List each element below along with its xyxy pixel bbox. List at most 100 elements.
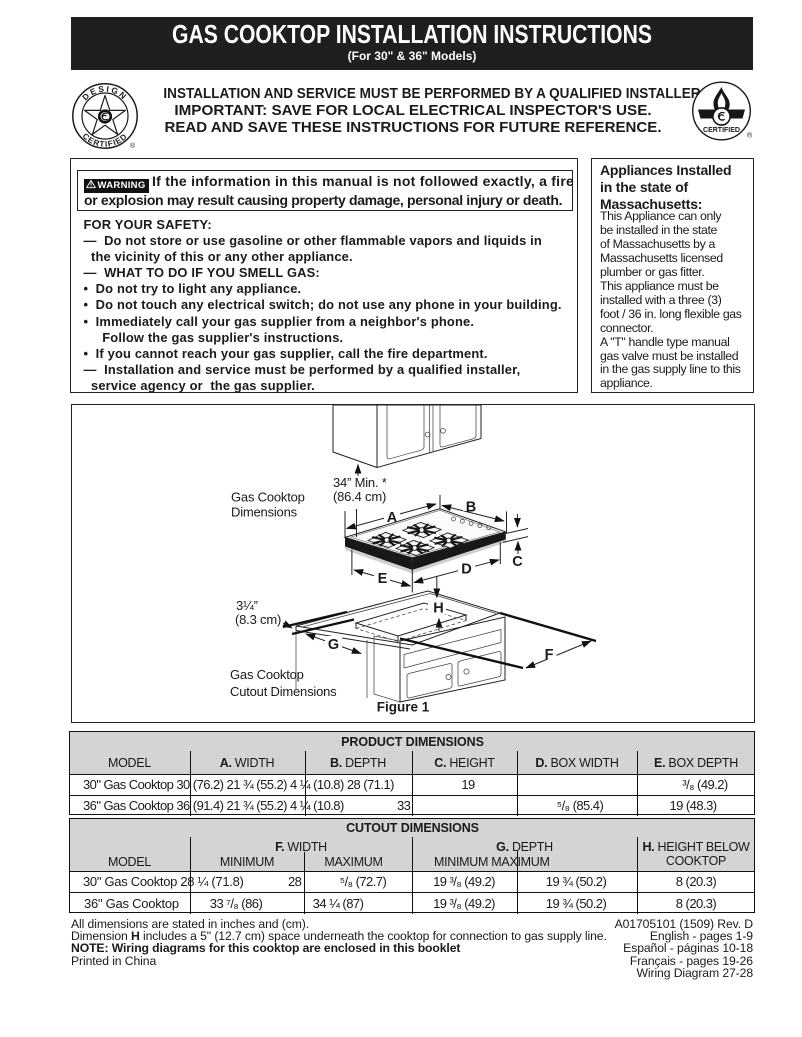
setback-dim: 3¼” (8.3 cm) [235,598,355,636]
sub-header-maximum: MAXIMUM [324,854,383,869]
dim-f-letter: F [545,647,554,663]
warning-intro-line1: If the information in this manual is not… [152,173,575,189]
title-banner: GAS COOKTOP INSTALLATION INSTRUCTIONS (F… [71,17,753,70]
base-cabinet-drawing [373,616,506,703]
table-grid-vline [637,751,638,816]
cutout-dimensions-table: CUTOUT DIMENSIONS F. WIDTH G. DEPTH H. H… [68,818,755,914]
col-letter: C. [434,756,447,770]
dim-d-arrow: D [411,542,501,593]
safety-line: • Immediately call your gas supplier fro… [83,313,475,329]
table-grid-hline [69,773,754,775]
cutout-dims-label-line2: Cutout Dimensions [230,684,337,699]
ma-heading-line: Appliances Installed [600,162,732,178]
figure-1-box: 34” Min. * (86.4 cm) Gas Cooktop Dimensi… [71,404,755,723]
col-header-height: C. HEIGHT [434,756,495,770]
safety-line: FOR YOUR SAFETY: [83,217,212,232]
cutout-row-30-min2: 28 [288,874,302,889]
cutout-row-36-depth-min: 19 ³/₈ (49.2) [433,895,495,911]
footer-note-dim-h: H [130,928,140,943]
installer-notice: INSTALLATION AND SERVICE MUST BE PERFORM… [136,85,704,137]
figure-caption: Figure 1 [377,700,430,715]
installation-diagram: 34” Min. * (86.4 cm) Gas Cooktop Dimensi… [230,404,597,715]
setback-label-line1: 3¼” [236,598,258,613]
safety-line: Follow the gas supplier's instructions. [83,329,344,345]
registered-mark: ® [747,132,753,140]
dim-e-arrow: E [351,549,412,587]
ma-body-line: appliance. [600,376,653,391]
installer-notice-line2: IMPORTANT: SAVE FOR LOCAL ELECTRICAL INS… [174,101,652,119]
col-letter: D. [535,756,548,770]
logo-monogram [101,112,109,121]
dim-h-arrow: H [428,577,446,631]
cutout-row-30-height-below: 8 (20.3) [675,874,717,889]
col-letter: G. [496,839,509,854]
logo-monogram [717,111,726,121]
wall-cabinet-drawing [332,404,482,469]
cutout-table-row-30: 30" Gas Cooktop 28 ¼ (71.8) 28 ⁵/₈ (72.7… [70,871,754,892]
safety-line: • Do not try to light any appliance. [83,281,302,297]
installer-notice-line3: READ AND SAVE THESE INSTRUCTIONS FOR FUT… [164,119,662,137]
pages-english: English - pages 1-9 [649,928,753,943]
footer-note-line2: Dimension H includes a 5" (12.7 cm) spac… [71,930,607,942]
setback-label-line2: (8.3 cm) [235,612,281,627]
row-30-values: 30" Gas Cooktop 30 (76.2) 21 ¾ (55.2) 4 … [83,776,394,792]
dim-a-arrow: A [344,495,441,538]
dim-g-arrow: G [305,633,362,654]
col-label: WIDTH [284,839,327,854]
table-grid-vline [637,837,638,914]
footer-note-line4: Printed in China [71,953,157,968]
ma-body-line: This Appliance can only [600,209,722,223]
dim-f-arrow: F [399,611,597,670]
csa-certified-logo: CERTIFIED ® [690,80,758,151]
col-letter: F. [275,839,285,854]
safety-instructions: FOR YOUR SAFETY: — Do not store or use g… [84,217,576,394]
dim-h-letter: H [433,601,443,617]
dim-a-letter: A [387,510,398,526]
cutout-row-30-depth-min: 19 ³/₈ (49.2) [433,874,495,889]
ma-body-line: plumber or gas fitter. [600,264,705,279]
safety-line: • If you cannot reach your gas supplier,… [83,345,488,361]
col-label: COOKTOP [665,853,727,868]
massachusetts-box: Appliances Installed in the state of Mas… [591,158,754,393]
document-title: GAS COOKTOP INSTALLATION INSTRUCTIONS [172,19,652,49]
sub-header-model: MODEL [108,854,151,869]
cutout-row-30-depth-max: 19 ¾ (50.2) [545,874,607,889]
sub-header-min-max: MINIMUM MAXIMUM [434,854,550,869]
group-header-g-depth: G. DEPTH [496,840,553,854]
ma-body-line: gas valve must be installed [600,348,739,363]
table-grid-vline [412,751,413,816]
col-letter: H. [642,839,655,854]
col-letter: B. [330,756,342,770]
col-label: WIDTH [231,756,275,770]
table-grid-vline [305,751,306,816]
dim-d-letter: D [461,562,471,578]
row-36-width2: 33 [397,797,411,813]
safety-line: the vicinity of this or any other applia… [83,249,353,265]
col-label: DEPTH [508,839,553,854]
table-grid-hline [69,871,754,872]
cutout-row-36-depth-max: 19 ¾ (50.2) [545,895,607,911]
ma-body-line: connector. [600,320,654,335]
safety-line: — Do not store or use gasoline or other … [83,233,542,249]
ma-body-line: installed with a three (3) [600,292,722,307]
dim-b-arrow: B [441,499,507,534]
product-table-title: PRODUCT DIMENSIONS [341,734,484,749]
col-letter: A. [219,756,232,770]
cutout-table-title-row: CUTOUT DIMENSIONS [69,819,754,837]
table-grid-vline [190,751,191,816]
ma-body-line: be installed in the state [600,222,718,237]
min-clearance-label-line2: (86.4 cm) [333,489,386,504]
ma-body-line: A "T" handle type manual [600,334,730,349]
massachusetts-body: This Appliance can only be installed in … [600,209,742,391]
cutout-row-36-min: 33 ⁷/₈ (86) [209,895,263,911]
ma-body-line: This appliance must be [600,278,719,293]
group-header-f-width: F. WIDTH [275,840,327,854]
col-label: HEIGHT BELOW [654,839,750,854]
product-dimensions-table: PRODUCT DIMENSIONS MODEL A. WIDTH B. DEP… [68,731,755,816]
table-grid-vline [412,837,413,914]
col-label: MODEL [108,756,151,770]
